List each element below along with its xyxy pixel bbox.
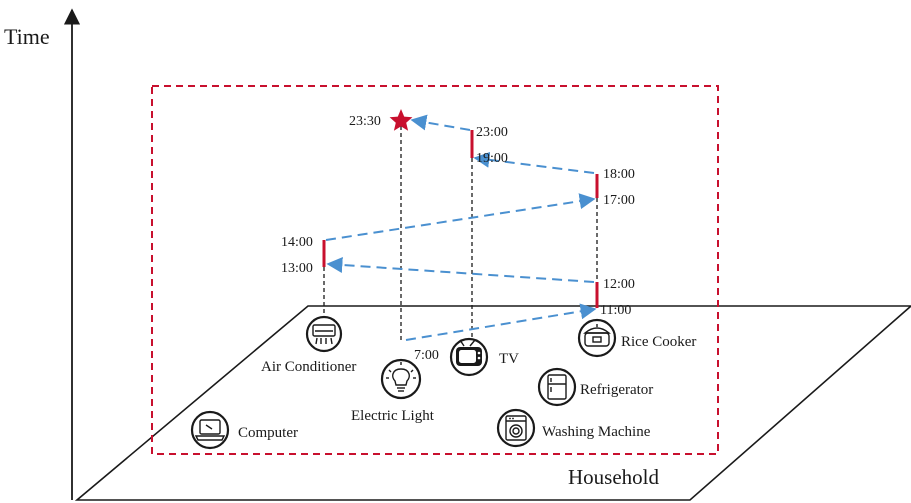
rice-cooker-icon bbox=[577, 318, 617, 358]
time-label-2330: 23:30 bbox=[349, 114, 381, 129]
arrow-light-to-rice-cooker bbox=[405, 303, 597, 341]
time-label-1900: 19:00 bbox=[476, 151, 508, 166]
household-floor-plane bbox=[74, 305, 911, 501]
time-label-1300: 13:00 bbox=[281, 261, 313, 276]
appliance-washing-machine: Washing Machine bbox=[496, 408, 651, 448]
time-labels: 23:30 23:00 19:00 18:00 17:00 14:00 13:0… bbox=[281, 114, 635, 363]
time-label-2300: 23:00 bbox=[476, 125, 508, 140]
air-conditioner-icon bbox=[305, 315, 343, 353]
arrow-rice-cooker-to-tv bbox=[473, 151, 595, 174]
transition-arrows bbox=[325, 114, 597, 341]
appliance-computer: Computer bbox=[190, 410, 298, 450]
refrigerator-label: Refrigerator bbox=[580, 382, 653, 398]
projection-lines bbox=[323, 126, 598, 340]
computer-icon bbox=[190, 410, 230, 450]
appliance-refrigerator: Refrigerator bbox=[537, 367, 653, 407]
washing-machine-icon bbox=[496, 408, 536, 448]
end-star-icon bbox=[389, 109, 413, 131]
appliance-electric-light: Electric Light bbox=[351, 358, 435, 424]
arrow-tv-to-light bbox=[410, 114, 471, 131]
time-label-1400: 14:00 bbox=[281, 235, 313, 250]
washing-machine-label: Washing Machine bbox=[542, 424, 651, 440]
usage-segments bbox=[322, 130, 599, 308]
appliance-tv: TV bbox=[449, 337, 519, 377]
refrigerator-icon bbox=[537, 367, 577, 407]
light-bulb-icon bbox=[380, 358, 422, 400]
tv-label: TV bbox=[499, 351, 519, 367]
rice-cooker-label: Rice Cooker bbox=[621, 334, 696, 350]
electric-light-label: Electric Light bbox=[351, 408, 435, 424]
time-label-1100: 11:00 bbox=[600, 303, 631, 318]
air-conditioner-label: Air Conditioner bbox=[261, 359, 356, 375]
time-label-1700: 17:00 bbox=[603, 193, 635, 208]
time-label-1200: 12:00 bbox=[603, 277, 635, 292]
arrow-rice-cooker-to-air-conditioner bbox=[326, 256, 595, 283]
household-axis-label: Household bbox=[568, 465, 659, 489]
time-axis-label: Time bbox=[4, 24, 50, 49]
appliance-rice-cooker: Rice Cooker bbox=[577, 318, 696, 358]
arrow-air-conditioner-to-rice-cooker bbox=[325, 193, 596, 241]
day-schedule-frame bbox=[151, 85, 719, 455]
time-label-1800: 18:00 bbox=[603, 167, 635, 182]
time-label-0700: 7:00 bbox=[414, 348, 439, 363]
tv-icon bbox=[449, 337, 489, 377]
appliance-air-conditioner: Air Conditioner bbox=[261, 315, 356, 375]
computer-label: Computer bbox=[238, 425, 298, 441]
